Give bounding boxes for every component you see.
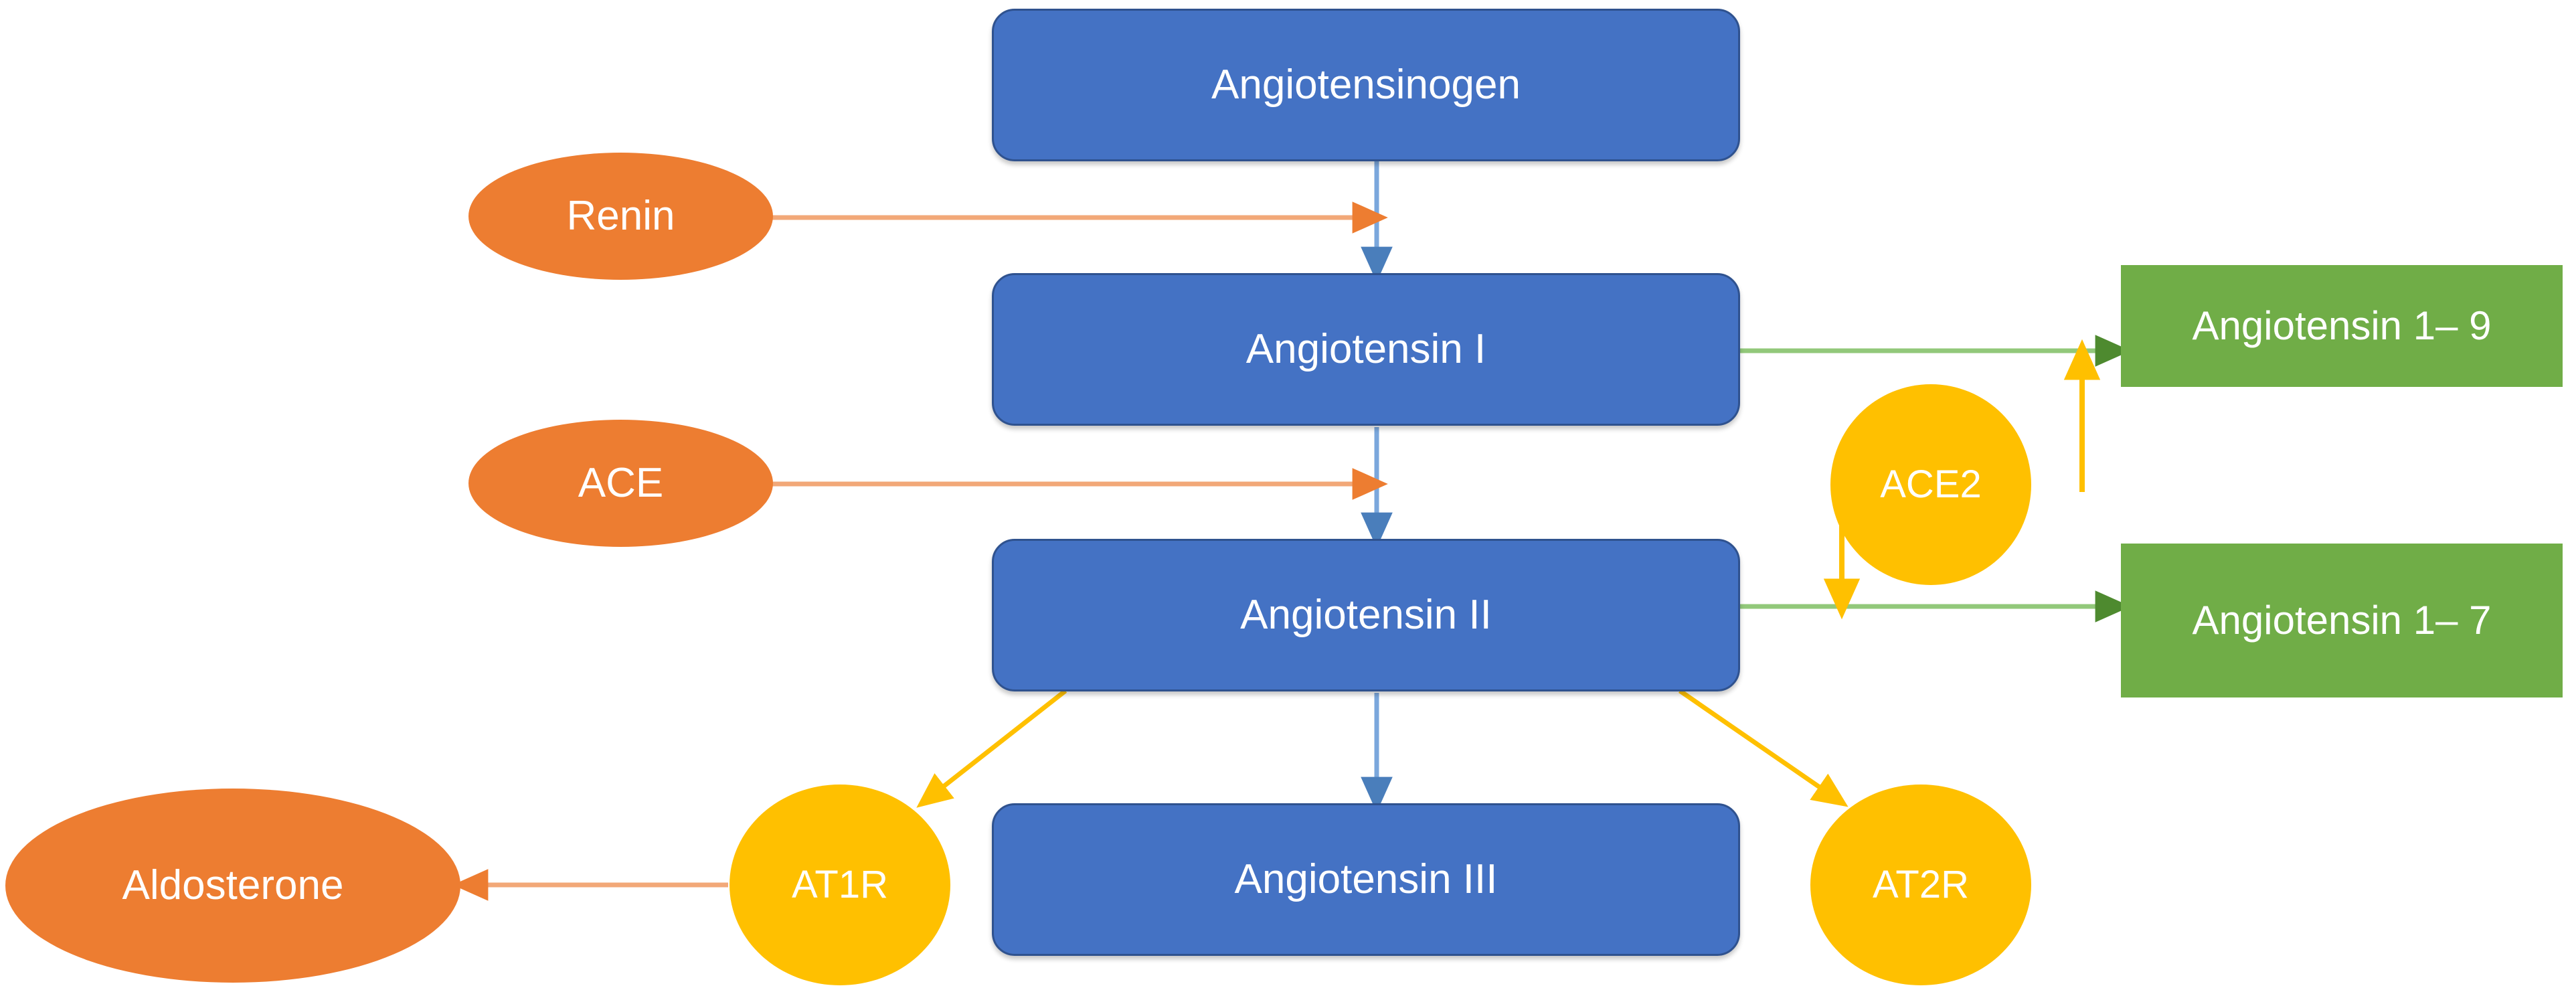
node-label-angiotensin-iii: Angiotensin III — [1234, 855, 1498, 902]
node-label-angiotensin-1-7: Angiotensin 1– 7 — [2192, 598, 2492, 643]
node-angiotensin-iii[interactable]: Angiotensin III — [992, 803, 1740, 956]
edge-angiotensin-ii-to-at1r — [916, 689, 1067, 808]
node-label-ace2: ACE2 — [1880, 463, 1982, 507]
node-angiotensin-ii[interactable]: Angiotensin II — [992, 539, 1740, 691]
node-angiotensin-1-9[interactable]: Angiotensin 1– 9 — [2121, 265, 2563, 387]
node-ace[interactable]: ACE — [468, 420, 773, 547]
node-label-angiotensinogen: Angiotensinogen — [1211, 61, 1521, 108]
node-label-angiotensin-ii: Angiotensin II — [1240, 591, 1492, 638]
node-aldosterone[interactable]: Aldosterone — [5, 789, 460, 983]
node-label-angiotensin-i: Angiotensin I — [1246, 325, 1486, 372]
node-label-at2r: AT2R — [1873, 863, 1969, 907]
node-ace2[interactable]: ACE2 — [1830, 384, 2031, 585]
node-label-renin: Renin — [566, 192, 675, 239]
node-label-at1r: AT1R — [792, 863, 888, 907]
node-at1r[interactable]: AT1R — [729, 785, 950, 985]
node-angiotensin-1-7[interactable]: Angiotensin 1– 7 — [2121, 544, 2563, 697]
node-angiotensinogen[interactable]: Angiotensinogen — [992, 9, 1740, 161]
edge-angiotensin-ii-to-at2r — [1679, 689, 1849, 807]
node-renin[interactable]: Renin — [468, 153, 773, 280]
node-label-ace: ACE — [578, 459, 664, 506]
node-label-aldosterone: Aldosterone — [122, 861, 344, 908]
node-at2r[interactable]: AT2R — [1810, 785, 2031, 985]
node-angiotensin-i[interactable]: Angiotensin I — [992, 273, 1740, 426]
node-label-angiotensin-1-9: Angiotensin 1– 9 — [2192, 303, 2492, 348]
